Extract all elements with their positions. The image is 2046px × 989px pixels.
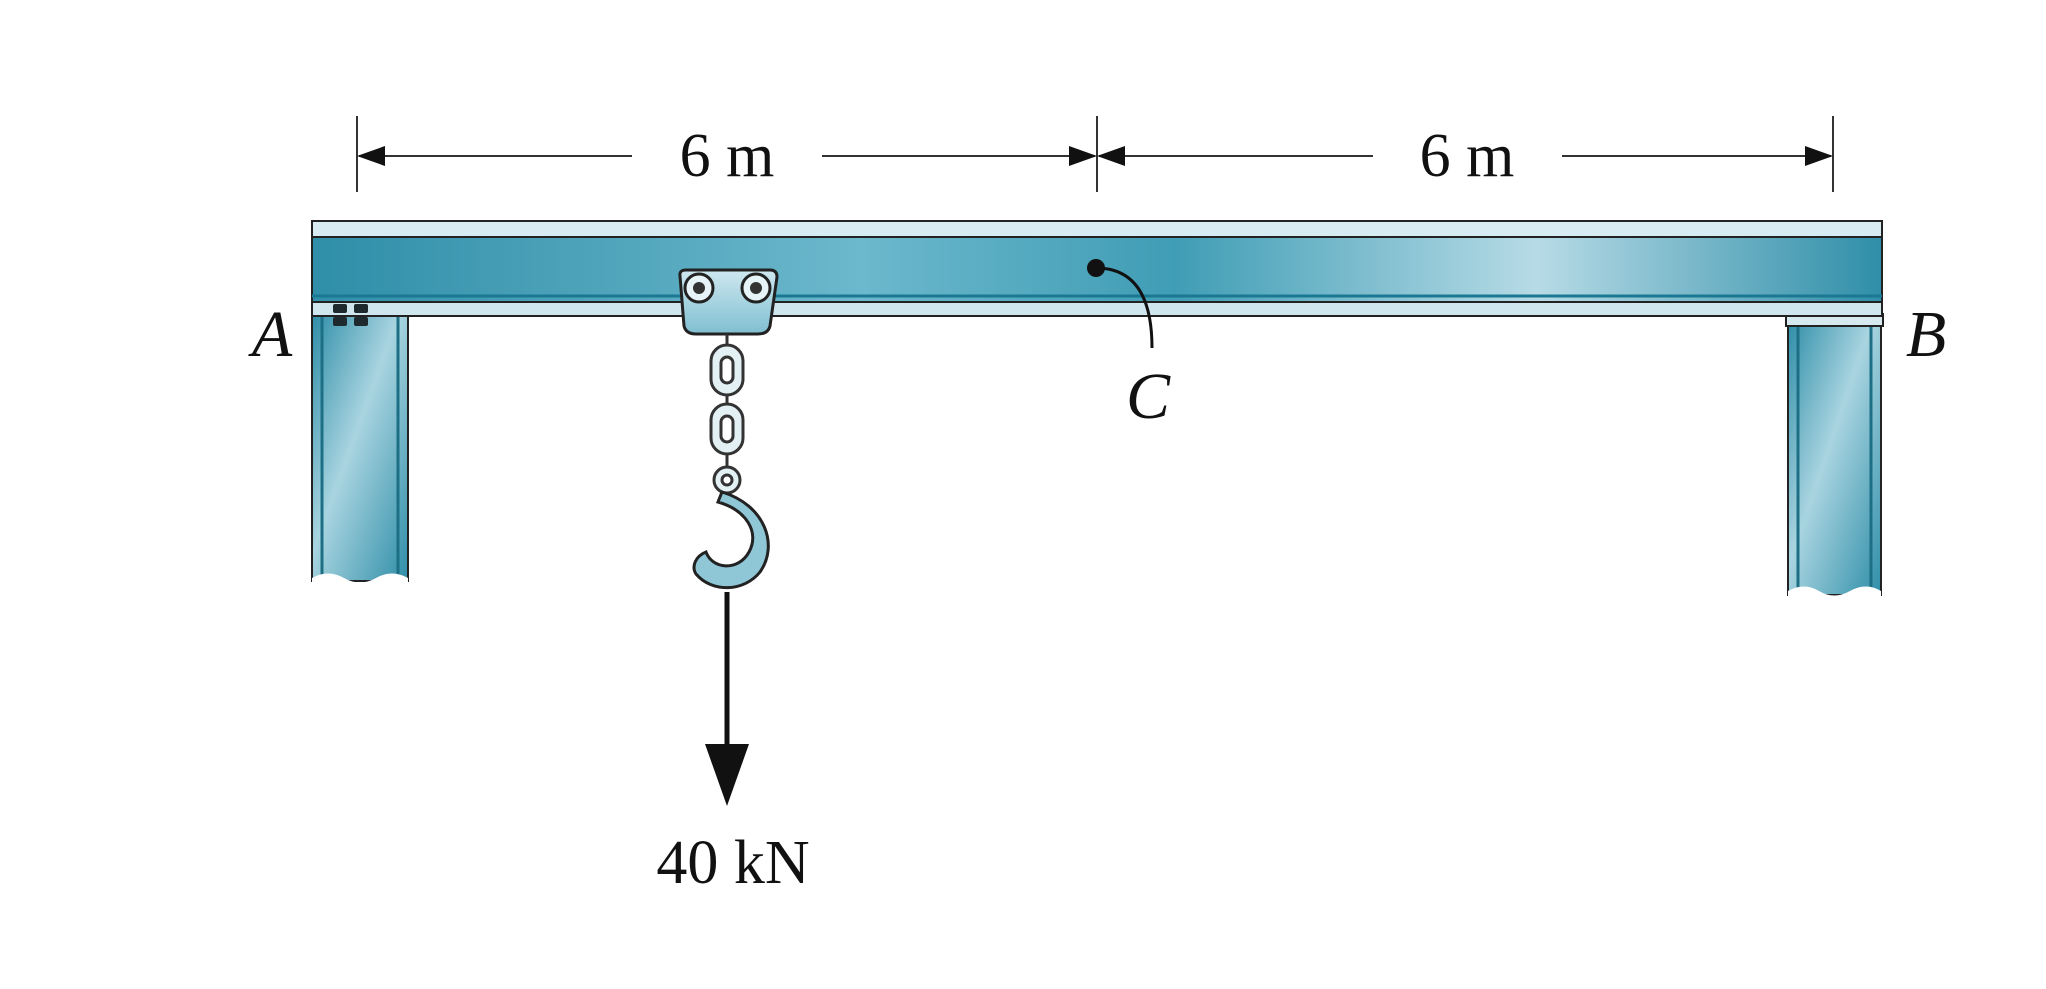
- point-label-a: A: [248, 298, 293, 371]
- column-left: [311, 315, 409, 590]
- column-right: [1785, 313, 1884, 604]
- point-c-marker: [1087, 259, 1154, 349]
- chain: [709, 334, 745, 495]
- bolt-connection-a: [333, 304, 368, 326]
- dimension-label-left: 6 m: [680, 122, 775, 190]
- beam-top-flange: [311, 220, 1883, 238]
- point-label-b: B: [1906, 298, 1946, 371]
- point-label-c: C: [1126, 360, 1171, 433]
- dimension-lines: [356, 116, 1834, 192]
- load-arrow: [705, 592, 749, 806]
- hook: [692, 490, 770, 590]
- trolley: [678, 268, 779, 336]
- beam-bottom-flange: [311, 301, 1883, 317]
- load-label: 40 kN: [656, 829, 809, 897]
- dimension-label-right: 6 m: [1420, 122, 1515, 190]
